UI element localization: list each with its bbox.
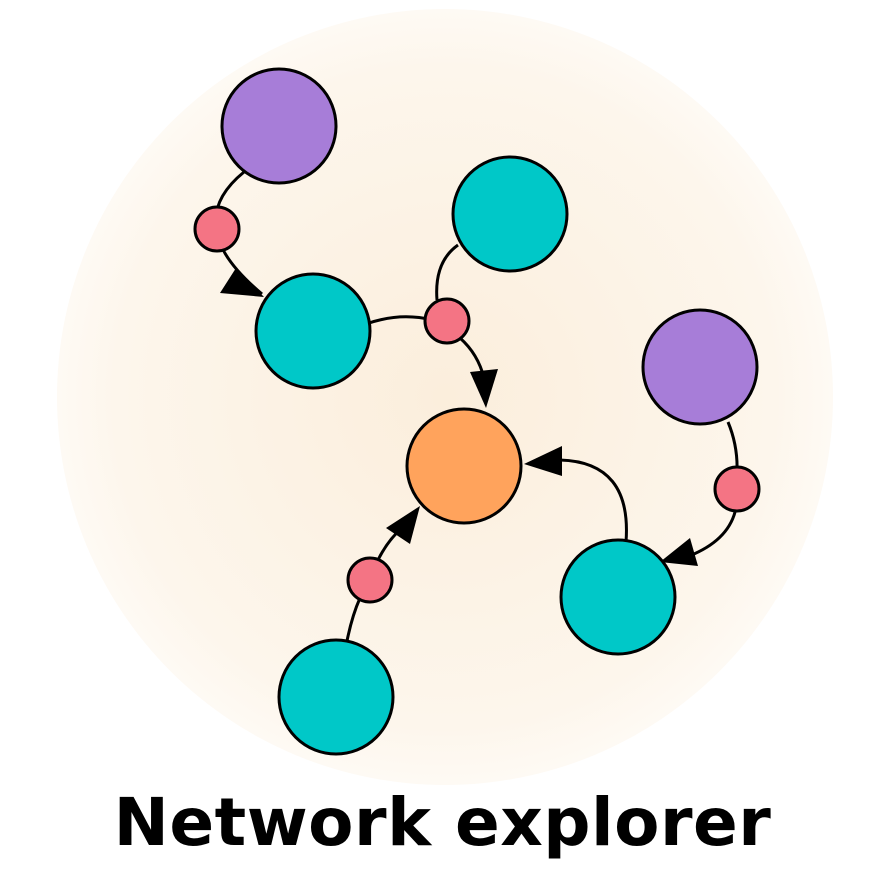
edge-teal-top-right-to-connector	[435, 243, 459, 301]
node-teal-top-right[interactable]	[451, 155, 569, 273]
caption-title: Network explorer	[113, 784, 772, 861]
arrowhead-orange-center-right	[524, 446, 562, 476]
node-teal-left[interactable]	[254, 272, 372, 390]
connector-dot-lower-left	[346, 556, 394, 604]
connector-dot-right	[713, 465, 761, 513]
node-teal-bottom-left[interactable]	[277, 638, 395, 756]
node-teal-bottom-right[interactable]	[559, 538, 677, 656]
arrowhead-teal-left	[220, 268, 264, 297]
connector-dot-upper-left	[193, 205, 241, 253]
arrowhead-orange-center-top	[470, 369, 498, 408]
edge-teal-bottom-right-to-orange-center	[559, 458, 628, 543]
arrowhead-orange-center-bottom	[386, 506, 420, 544]
connector-dot-center	[423, 297, 471, 345]
node-purple-right[interactable]	[641, 308, 759, 426]
node-orange-center[interactable]	[405, 407, 523, 525]
node-purple-top[interactable]	[220, 67, 338, 185]
nodes-layer	[220, 67, 759, 756]
connectors-layer	[193, 205, 761, 604]
arrowhead-teal-bottom-right	[660, 538, 698, 566]
